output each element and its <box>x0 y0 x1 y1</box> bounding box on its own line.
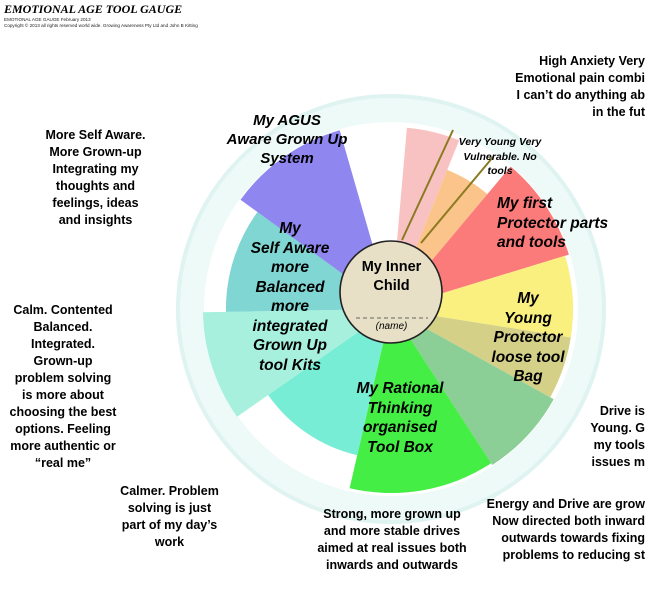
outer-ring-edge <box>176 94 606 524</box>
segment-label-agus: My AGUS Aware Grown Up System <box>212 111 362 168</box>
olive-divider-line-1 <box>401 129 454 241</box>
note-line: High Anxiety Very <box>539 54 645 68</box>
note-line: “real me” <box>34 456 92 470</box>
segment-label-young-protector: My Young Protector loose tool Bag <box>478 289 578 387</box>
note-line: Now directed both inward <box>492 514 645 528</box>
inner-child-title: My Inner Child <box>344 258 439 296</box>
inner-child-title-line: My Inner <box>361 259 422 275</box>
note-line: Integrated. <box>31 337 95 351</box>
segment-self-aware-line: Grown Up <box>252 337 328 354</box>
note-line: part of my day’s <box>121 518 218 532</box>
note-line: and more stable drives <box>323 524 461 538</box>
note-line: Energy and Drive are grow <box>486 497 645 511</box>
olive-divider-line-2 <box>420 156 494 244</box>
segment-self-aware-line: more <box>271 298 309 315</box>
wedge-teal <box>268 309 391 456</box>
note-mid-left: Calm. Contented Balanced. Integrated. Gr… <box>4 302 122 472</box>
note-line: Calmer. Problem <box>120 484 219 498</box>
note-line: aimed at real issues both <box>317 541 467 555</box>
segment-first-protector-line: My first <box>497 195 553 212</box>
segment-young-protector-line: My <box>517 290 539 307</box>
note-line: my tools <box>593 438 645 452</box>
note-line: Calm. Contented <box>13 303 113 317</box>
segment-label-self-aware: My Self Aware more Balanced more integra… <box>225 219 355 375</box>
note-line: inwards and outwards <box>326 558 458 572</box>
note-bottom-center: Strong, more grown up and more stable dr… <box>312 506 472 574</box>
segment-self-aware-line: more <box>271 259 309 276</box>
segment-self-aware-line: tool Kits <box>259 356 321 374</box>
note-line: Grown-up <box>33 354 93 368</box>
segment-young-protector-line: loose tool <box>491 348 565 366</box>
segment-self-aware-line: integrated <box>252 317 328 335</box>
note-line: Strong, more grown up <box>323 507 461 521</box>
note-line: issues m <box>591 455 645 469</box>
note-line: Balanced. <box>33 320 93 334</box>
inner-child-name-placeholder: (name) <box>375 321 408 332</box>
segment-very-young-line: tools <box>487 165 513 177</box>
note-top-right: High Anxiety Very Emotional pain combi I… <box>505 53 645 121</box>
segment-agus-line: System <box>260 150 314 167</box>
segment-label-first-protector: My first Protector parts and tools <box>497 194 627 253</box>
segment-agus-line: My AGUS <box>253 112 321 129</box>
header-copyright: Copyright © 2013 all rights reserved wor… <box>4 23 198 28</box>
note-mid-right: Drive is Young. G my tools issues m <box>575 403 645 471</box>
segment-young-protector-line: Protector <box>493 329 563 346</box>
note-line: thoughts and <box>55 179 136 193</box>
segment-young-protector-line: Young <box>504 309 552 327</box>
note-line: solving is just <box>127 501 212 515</box>
wedge-khaki <box>391 309 571 398</box>
wedge-young-protector <box>391 255 574 338</box>
note-line: outwards towards fixing <box>501 531 645 545</box>
note-line: I can’t do anything ab <box>516 88 645 102</box>
segment-rational-line: organised <box>362 419 438 436</box>
note-line: work <box>154 535 185 549</box>
inner-child-title-line: Child <box>373 278 410 294</box>
note-line: more authentic or <box>10 439 116 453</box>
wedge-mint <box>203 309 391 417</box>
note-line: is more about <box>22 388 104 402</box>
wedge-rational <box>349 309 492 494</box>
note-line: options. Feeling <box>15 422 111 436</box>
segment-rational-line: Thinking <box>367 399 433 417</box>
note-line: choosing the best <box>9 405 117 419</box>
segment-rational-line: My Rational <box>356 380 444 397</box>
segment-first-protector-line: Protector parts <box>497 214 609 232</box>
segment-first-protector-line: and tools <box>497 234 566 251</box>
segment-self-aware-line: Balanced <box>255 278 325 296</box>
segment-agus-line: Aware Grown Up <box>226 131 348 148</box>
segment-very-young-line: Vulnerable. No <box>463 150 537 163</box>
note-line: Emotional pain combi <box>515 71 645 85</box>
note-line: Drive is <box>599 404 645 418</box>
header-subtitle-date: EMOTIONAL AGE GAUGE February 2013 <box>4 17 91 22</box>
segment-self-aware-line: Self Aware <box>250 239 330 257</box>
note-line: problems to reducing st <box>502 548 645 562</box>
note-line: More Self Aware. <box>45 128 146 142</box>
note-line: and insights <box>58 213 133 227</box>
segment-young-protector-line: Bag <box>513 368 543 385</box>
note-line: problem solving <box>14 371 112 385</box>
note-line: in the fut <box>592 105 645 119</box>
note-line: Integrating my <box>52 162 139 176</box>
segment-very-young-line: Very Young Very <box>458 136 542 148</box>
note-top-left: More Self Aware. More Grown-up Integrati… <box>38 127 153 229</box>
segment-label-very-young: Very Young Very Vulnerable. No tools <box>450 135 550 179</box>
segment-self-aware-line: My <box>279 220 301 237</box>
page-title: EMOTIONAL AGE TOOL GAUGE <box>4 2 183 16</box>
note-bottom-right: Energy and Drive are grow Now directed b… <box>475 496 645 564</box>
note-line: More Grown-up <box>49 145 142 159</box>
segment-label-rational: My Rational Thinking organised Tool Box <box>330 379 470 457</box>
note-bottom-left: Calmer. Problem solving is just part of … <box>112 483 227 551</box>
note-line: feelings, ideas <box>52 196 139 210</box>
segment-rational-line: Tool Box <box>367 438 433 456</box>
wedge-sage <box>391 309 554 465</box>
note-line: Young. G <box>590 421 645 435</box>
